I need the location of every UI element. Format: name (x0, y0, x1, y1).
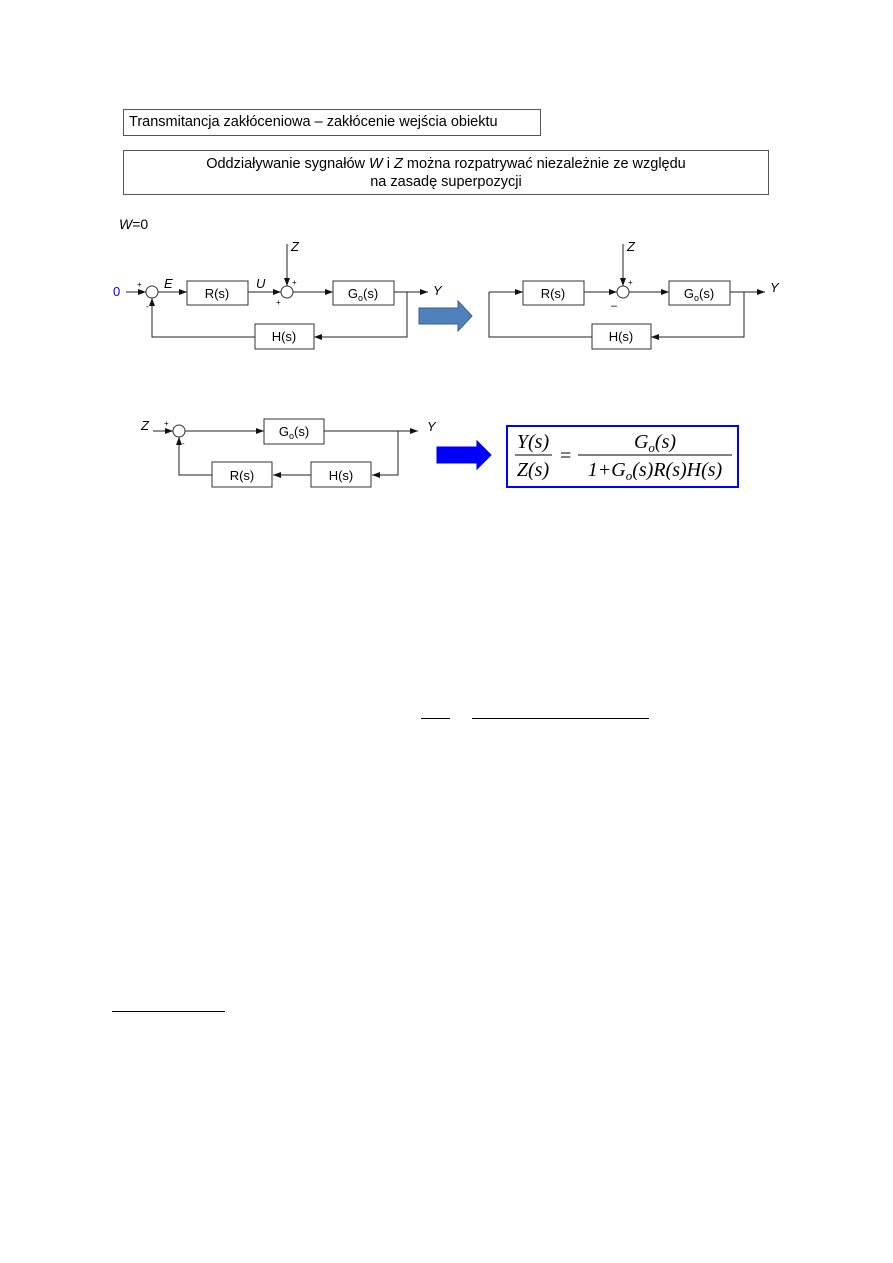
d3-sum-plus: + (164, 419, 169, 428)
condition-value: =0 (132, 216, 149, 232)
d1-h-label: H(s) (272, 329, 297, 344)
d2-z-label: Z (626, 239, 636, 254)
d1-h-block (254, 323, 315, 350)
note-text-1: Oddziaływanie sygnałów (206, 156, 370, 172)
formula-box (506, 425, 739, 488)
d2-r-block (522, 280, 585, 306)
d3-sum-minus: - (182, 439, 185, 448)
d2-feedback-line-a (651, 292, 745, 340)
d1-summing-junction-2 (280, 285, 294, 299)
d1-u-label: U (256, 276, 266, 291)
d3-feedback-line-a (372, 431, 399, 478)
d2-r-label: R(s) (541, 286, 566, 301)
d1-sum2-plus-left: + (276, 298, 281, 307)
note-line-2: na zasadę superpozycji (370, 174, 522, 190)
d2-sum-plus: + (628, 278, 633, 287)
d2-feedback-line-b (488, 292, 592, 338)
note-w: W (369, 156, 383, 172)
stray-rule-2 (472, 718, 649, 719)
transform-arrow-1 (418, 299, 473, 333)
note-text-2: i (382, 156, 394, 172)
d2-y-label: Y (770, 280, 780, 295)
d1-sum1-minus: - (146, 302, 149, 311)
d2-h-block (591, 323, 652, 350)
d3-summing-junction (172, 424, 186, 438)
d3-z-label: Z (140, 418, 150, 433)
d1-g-block (332, 280, 395, 306)
d3-feedback-line-b (176, 437, 212, 476)
formula-den-right: 1+Go(s)R(s)H(s) (588, 459, 723, 483)
d1-e-label: E (164, 276, 173, 291)
d1-r-block (186, 280, 249, 306)
formula-equals: = (560, 445, 571, 467)
transfer-function-formula: Y(s) Z(s) = Go(s) 1+Go(s)R(s)H(s) (506, 425, 739, 488)
d2-h-label: H(s) (609, 329, 634, 344)
footnote-rule (112, 1011, 225, 1012)
d1-sum1-plus: + (137, 280, 142, 289)
note-z: Z (394, 156, 403, 172)
d3-r-label: R(s) (230, 468, 255, 483)
formula-den-left: Z(s) (517, 459, 550, 481)
d2-sum-minus: – (611, 300, 618, 312)
transform-arrow-2 (436, 439, 492, 471)
d2-g-label: Go(s) (684, 286, 714, 303)
diagram-rearranged: R(s) Z + – Go(s) Y H(s) (488, 239, 780, 350)
superposition-note: Oddziaływanie sygnałów W i Z można rozpa… (123, 150, 769, 195)
formula-num-right: Go(s) (634, 431, 676, 455)
page-title: Transmitancja zakłóceniowa – zakłócenie … (129, 114, 498, 130)
d1-z-label: Z (290, 239, 300, 254)
stray-rule-1 (421, 718, 450, 719)
condition-label: W=0 (119, 216, 148, 232)
d1-g-label: Go(s) (348, 286, 378, 303)
d1-summing-junction-1 (145, 285, 159, 299)
d3-h-label: H(s) (329, 468, 354, 483)
formula-num-left: Y(s) (517, 431, 550, 453)
note-text-3: można rozpatrywać niezależnie ze względu (402, 156, 686, 172)
d3-y-label: Y (427, 419, 437, 434)
d3-g-label: Go(s) (279, 424, 309, 441)
d1-sum2-plus-top: + (292, 278, 297, 287)
diagram-original: 0 + - E R(s) U Z + + Go(s) Y H(s) (113, 239, 443, 350)
input-zero: 0 (113, 284, 120, 299)
d1-y-label: Y (433, 283, 443, 298)
title-box: Transmitancja zakłóceniowa – zakłócenie … (123, 109, 541, 136)
d1-feedback-line-b (149, 298, 255, 338)
condition-var: W (119, 216, 133, 232)
d1-feedback-line-a (314, 292, 408, 340)
d1-r-label: R(s) (205, 286, 230, 301)
d3-g-block (263, 418, 325, 445)
d2-g-block (668, 280, 731, 306)
diagram-disturbance: Z + - Go(s) Y H(s) R(s) (140, 418, 437, 488)
d2-summing-junction (616, 285, 630, 299)
